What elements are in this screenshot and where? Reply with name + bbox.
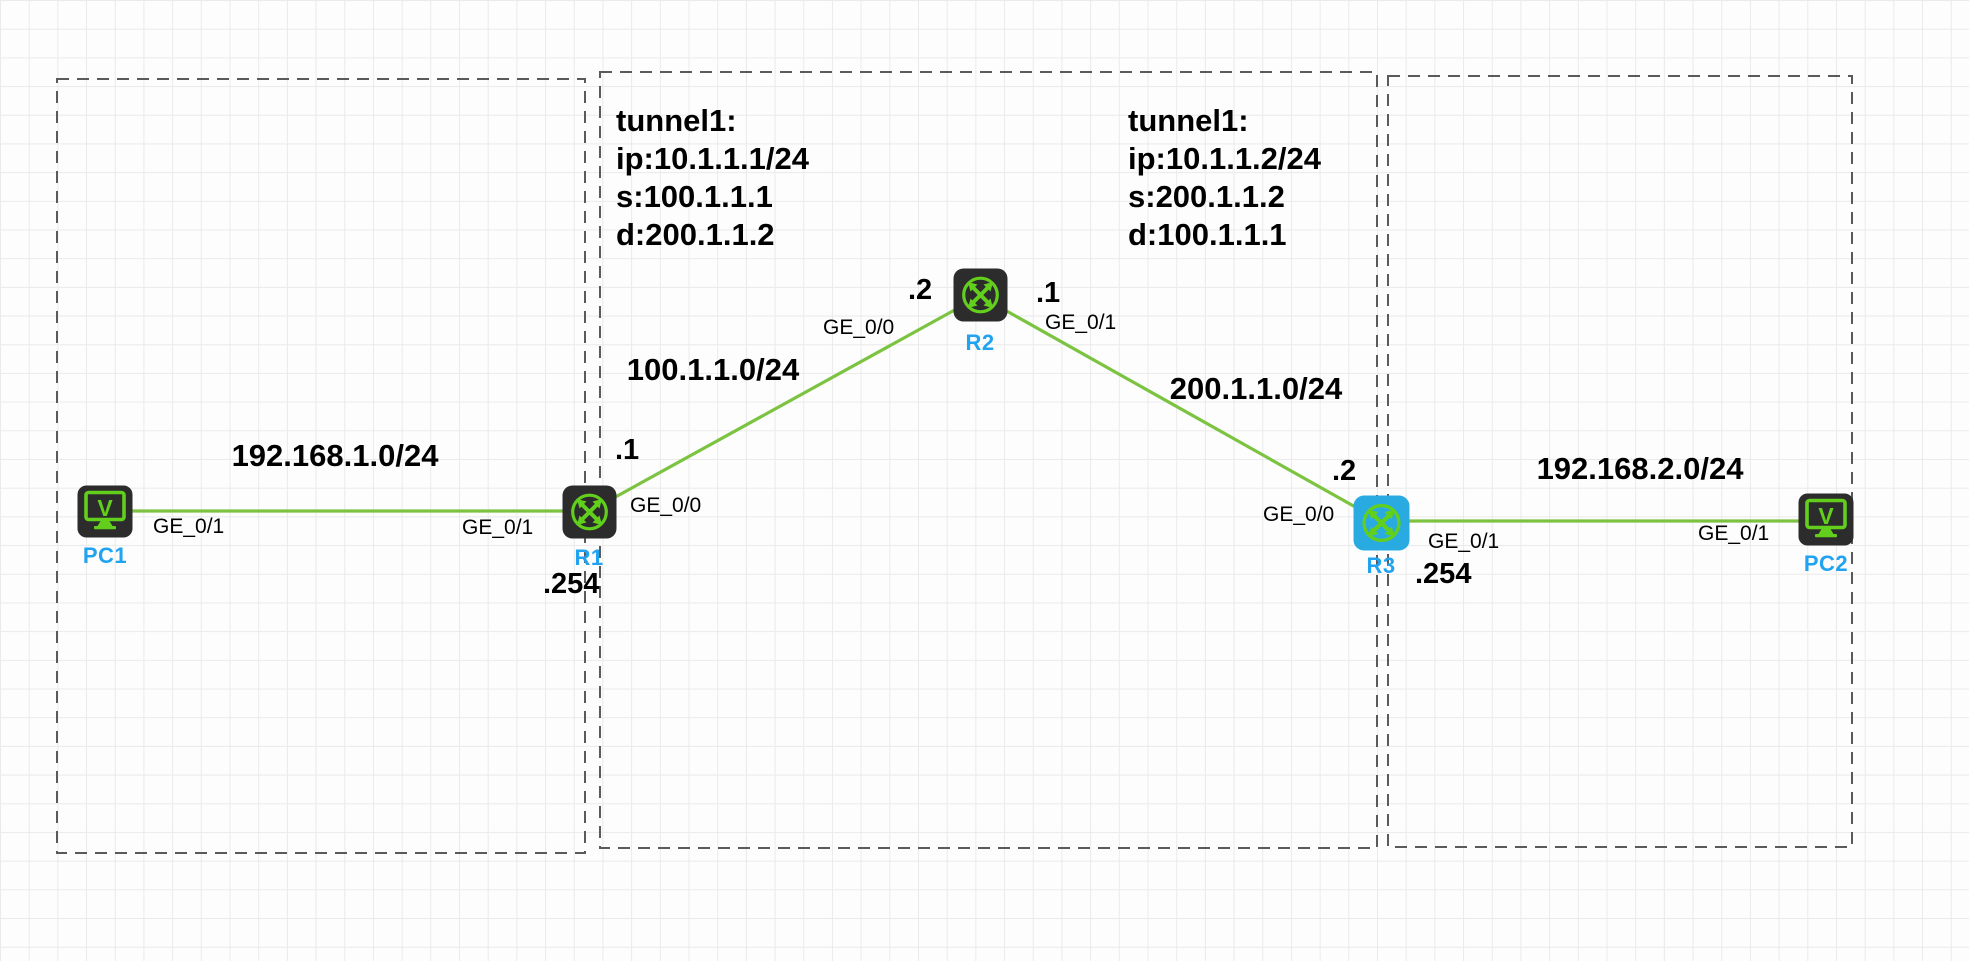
network-label-lan2: 192.168.2.0/24 — [1536, 451, 1744, 486]
zone-lan1-box — [56, 78, 586, 854]
tunnel-annotation-r1: tunnel1: ip:10.1.1.1/24 s:100.1.1.1 d:20… — [616, 102, 809, 254]
router-icon — [562, 485, 617, 539]
iface-label-r1-ge01: GE_0/1 — [462, 516, 534, 539]
device-label-r2: R2 — [965, 330, 995, 355]
device-pc1[interactable]: V — [77, 485, 133, 539]
device-pc2[interactable]: V — [1798, 493, 1854, 547]
iface-label-pc1-ge01: GE_0/1 — [153, 515, 225, 538]
tunnel-r3-dst: d:100.1.1.1 — [1128, 217, 1287, 252]
link-r2-r3[interactable] — [979, 294, 1383, 524]
device-label-pc2: PC2 — [1803, 551, 1849, 576]
device-r1[interactable] — [562, 485, 617, 539]
tunnel-r1-ip: ip:10.1.1.1/24 — [616, 141, 810, 176]
zone-wan-box — [599, 71, 1378, 849]
iface-label-r3-ge00: GE_0/0 — [1263, 503, 1335, 526]
ip-suffix-r1-lan: .254 — [543, 568, 600, 600]
iface-label-r2-ge00: GE_0/0 — [823, 316, 895, 339]
iface-label-pc2-ge01: GE_0/1 — [1698, 522, 1770, 545]
ip-suffix-r3-lan: .254 — [1415, 558, 1472, 590]
tunnel-r1-src: s:100.1.1.1 — [616, 179, 773, 214]
tunnel-r3-title: tunnel1: — [1128, 103, 1249, 138]
device-r3[interactable] — [1353, 495, 1410, 551]
tunnel-r3-src: s:200.1.1.2 — [1128, 179, 1285, 214]
network-label-wan1: 100.1.1.0/24 — [626, 352, 800, 387]
iface-label-r1-ge00: GE_0/0 — [630, 494, 702, 517]
device-r2[interactable] — [953, 268, 1008, 322]
svg-text:V: V — [97, 495, 113, 521]
device-label-r3: R3 — [1366, 553, 1396, 578]
ip-suffix-r2-wan1: .2 — [908, 274, 933, 306]
iface-label-r3-ge01: GE_0/1 — [1428, 530, 1500, 553]
pc-icon: V — [77, 485, 133, 538]
device-label-pc1: PC1 — [82, 543, 128, 568]
network-label-wan2: 200.1.1.0/24 — [1169, 371, 1343, 406]
router-icon — [953, 268, 1008, 322]
pc-icon: V — [1798, 493, 1854, 546]
svg-text:V: V — [1818, 503, 1834, 529]
ip-suffix-r2-wan2: .1 — [1036, 277, 1061, 309]
tunnel-r1-dst: d:200.1.1.2 — [616, 217, 775, 252]
tunnel-r3-ip: ip:10.1.1.2/24 — [1128, 141, 1322, 176]
zone-lan2-box — [1387, 75, 1853, 848]
device-label-r1: R1 — [574, 545, 604, 570]
router-icon-selected — [1353, 495, 1410, 551]
network-label-lan1: 192.168.1.0/24 — [231, 438, 439, 473]
link-r1-r2[interactable] — [589, 294, 981, 513]
ip-suffix-r3-wan2: .2 — [1332, 455, 1357, 487]
tunnel-r1-title: tunnel1: — [616, 103, 737, 138]
iface-label-r2-ge01: GE_0/1 — [1045, 311, 1117, 334]
ip-suffix-r1-wan1: .1 — [615, 434, 640, 466]
tunnel-annotation-r3: tunnel1: ip:10.1.1.2/24 s:200.1.1.2 d:10… — [1128, 102, 1321, 254]
